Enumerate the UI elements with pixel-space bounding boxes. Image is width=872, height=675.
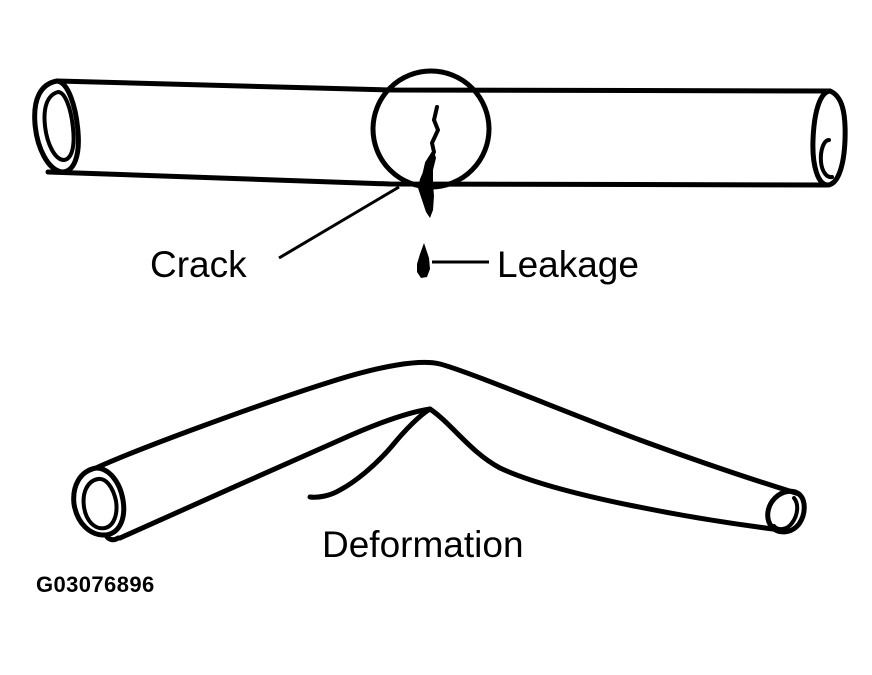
- crack-open-wedge: [418, 151, 436, 218]
- crack-leader-line: [278, 185, 400, 260]
- bent-pipe-top-edge: [93, 359, 802, 497]
- bent-pipe-left-opening-tail: [103, 532, 123, 543]
- bent-pipe-left-opening-inner: [81, 476, 119, 531]
- straight-pipe-left-opening-outer: [32, 78, 81, 175]
- straight-pipe-body: [32, 78, 848, 188]
- crack-label: Crack: [150, 244, 247, 285]
- straight-pipe-right-opening-inner: [818, 138, 834, 180]
- figure-id: G03076896: [36, 572, 155, 597]
- straight-pipe-bottom-edge: [45, 169, 831, 188]
- cracked-pipe-panel: Crack Leakage: [32, 68, 848, 285]
- bent-pipe-right-opening-inner: [772, 496, 800, 532]
- bent-pipe-kink-crease: [307, 406, 433, 500]
- bent-pipe-bottom-edge: [117, 406, 784, 541]
- straight-pipe-left-opening-inner: [42, 90, 76, 162]
- leakage-droplet: [417, 243, 430, 278]
- deformation-label: Deformation: [322, 524, 524, 565]
- bent-pipe-body: [71, 359, 807, 543]
- straight-pipe-right-opening-outer: [810, 88, 848, 188]
- leakage-label: Leakage: [497, 244, 639, 285]
- deformed-pipe-panel: Deformation: [71, 359, 807, 565]
- straight-pipe-top-edge: [54, 78, 833, 94]
- bent-pipe-right-opening-outer: [765, 488, 807, 535]
